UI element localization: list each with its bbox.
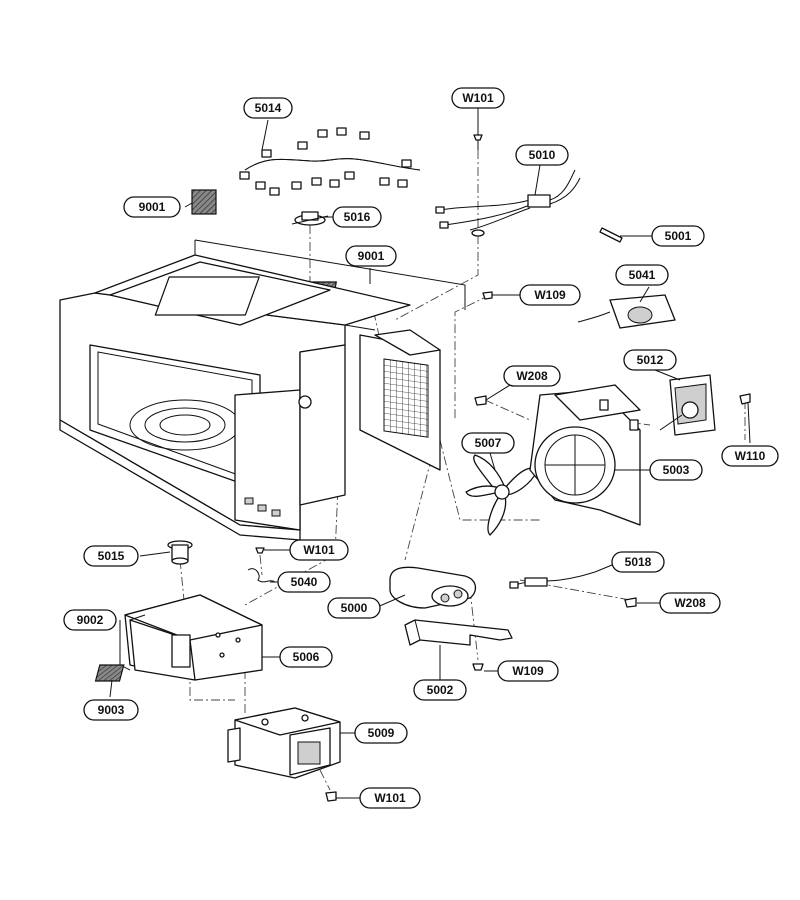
svg-text:5000: 5000 (341, 601, 368, 615)
svg-text:5012: 5012 (637, 353, 664, 367)
callout-9002: 9002 (63, 609, 117, 631)
screw-w208-upper (474, 395, 487, 406)
screw-w110 (739, 393, 751, 405)
svg-text:9001: 9001 (358, 249, 385, 263)
svg-text:9003: 9003 (98, 703, 125, 717)
svg-text:5003: 5003 (663, 463, 690, 477)
callout-5002: 5002 (413, 679, 467, 701)
svg-text:5014: 5014 (255, 101, 282, 115)
callout-5003: 5003 (649, 459, 703, 481)
svg-text:5041: 5041 (629, 268, 656, 282)
wire-harness (239, 127, 421, 196)
callout-9001-b: 9001 (345, 245, 397, 267)
svg-text:9001: 9001 (139, 200, 166, 214)
svg-text:W101: W101 (303, 543, 335, 557)
callout-5000: 5000 (327, 597, 381, 619)
transformer-housing (119, 594, 263, 681)
svg-text:5007: 5007 (475, 436, 502, 450)
callout-w110: W110 (721, 445, 779, 467)
svg-text:W109: W109 (512, 664, 544, 678)
svg-text:5018: 5018 (625, 555, 652, 569)
svg-text:W101: W101 (374, 791, 406, 805)
screw-w109-lower (472, 663, 484, 671)
svg-text:9002: 9002 (77, 613, 104, 627)
svg-text:5002: 5002 (427, 683, 454, 697)
fan-duct (529, 384, 641, 526)
svg-text:W208: W208 (516, 369, 548, 383)
callout-5010: 5010 (515, 144, 569, 166)
capacitor (389, 566, 477, 609)
screw-w109-upper (482, 291, 493, 300)
svg-text:W110: W110 (735, 449, 766, 463)
svg-text:W101: W101 (462, 91, 494, 105)
callout-5001: 5001 (651, 225, 705, 247)
insulation-pad-a (191, 189, 217, 215)
fan-motor (659, 374, 716, 436)
screw-w208-lower (624, 597, 637, 608)
callout-5009: 5009 (354, 722, 408, 744)
callout-w109-lower: W109 (497, 660, 559, 682)
callout-w101-top: W101 (451, 87, 505, 109)
svg-text:5001: 5001 (665, 229, 692, 243)
insulation-pad-c (94, 664, 125, 682)
svg-text:5010: 5010 (529, 148, 556, 162)
screw-w101-middle (255, 547, 265, 554)
leader-lines (109, 108, 751, 799)
circuit-board (577, 294, 676, 329)
callout-9001-a: 9001 (123, 196, 181, 218)
callout-w109-upper: W109 (519, 284, 581, 306)
callout-5016: 5016 (332, 206, 382, 228)
callout-5015: 5015 (83, 545, 139, 567)
hv-diode (509, 571, 596, 589)
callout-5041: 5041 (615, 264, 669, 286)
callout-5018: 5018 (611, 551, 665, 573)
svg-text:5015: 5015 (98, 549, 125, 563)
screw-w101-bottom (325, 791, 337, 802)
spring-5040 (247, 568, 276, 583)
power-cord-assembly (435, 169, 581, 237)
fuse (599, 227, 623, 243)
callout-w101-bottom: W101 (359, 787, 421, 809)
callout-5006: 5006 (279, 646, 333, 668)
callout-5007: 5007 (461, 432, 515, 454)
svg-text:W208: W208 (674, 596, 706, 610)
callout-9003: 9003 (83, 699, 139, 721)
callout-w208-lower: W208 (659, 592, 721, 614)
svg-text:5040: 5040 (291, 575, 318, 589)
capacitor-bracket (404, 619, 513, 646)
svg-text:5016: 5016 (344, 210, 371, 224)
lamp-socket (167, 540, 193, 565)
magnetron (227, 707, 341, 779)
callouts: 5014 9001 5016 9001 W101 5010 5001 5041 … (63, 87, 779, 809)
screw-w101-top (473, 134, 483, 150)
oven-cavity (59, 239, 466, 541)
thermostat (291, 211, 329, 226)
fan-blade (465, 454, 539, 536)
svg-text:W109: W109 (534, 288, 566, 302)
svg-text:5006: 5006 (293, 650, 320, 664)
callout-5012: 5012 (623, 349, 677, 371)
callout-w101-middle: W101 (289, 539, 349, 561)
callout-5040: 5040 (277, 571, 331, 593)
callout-w208-upper: W208 (503, 365, 561, 387)
callout-5014: 5014 (243, 97, 293, 119)
svg-text:5009: 5009 (368, 726, 395, 740)
